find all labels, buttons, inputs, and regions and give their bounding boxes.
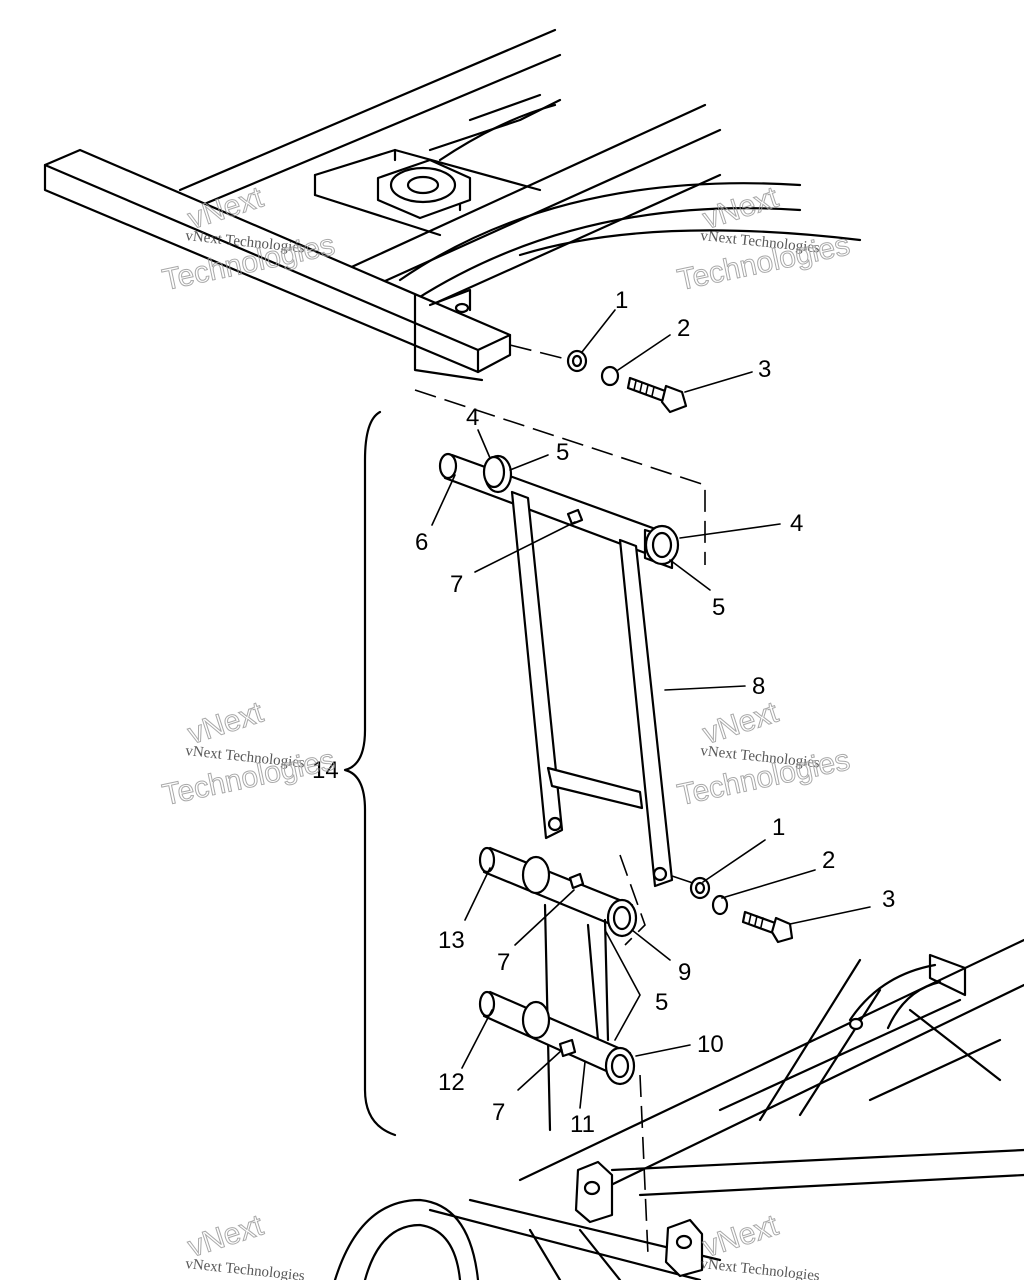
upper-shaft-assembly <box>414 389 706 888</box>
callout-5-upper-left: 5 <box>556 439 569 466</box>
bushing-4-left <box>482 455 506 489</box>
callout-7-lower: 7 <box>492 1099 505 1126</box>
shaft-6-upper <box>443 453 674 562</box>
assembly-brace-14 <box>343 410 397 1137</box>
watermark-big-top: vNext <box>699 696 783 751</box>
callout-9: 9 <box>678 959 691 986</box>
upper-frame <box>43 28 862 382</box>
callout-7-mid: 7 <box>497 949 510 976</box>
lockwasher-2-lower <box>711 894 729 916</box>
watermark-big-top: vNext <box>184 696 268 751</box>
callout-1-lower: 1 <box>772 814 785 841</box>
grease-fitting-7-upper <box>566 508 584 526</box>
callout-2-lower: 2 <box>822 847 835 874</box>
lower-frame <box>333 938 1024 1280</box>
callout-12: 12 <box>438 1069 465 1096</box>
lockwasher-2-upper <box>600 365 620 387</box>
callout-7-upper: 7 <box>450 571 463 598</box>
callout-4-upper-left: 4 <box>466 404 479 431</box>
callout-8: 8 <box>752 673 765 700</box>
callout-4-upper-right: 4 <box>790 510 803 537</box>
watermark-big-top: vNext <box>699 181 783 236</box>
leader-lines <box>431 309 871 1109</box>
callout-5-upper-right: 5 <box>712 594 725 621</box>
arm-8 <box>510 490 564 840</box>
grease-fitting-7-lower <box>558 1038 577 1058</box>
watermarks: vNext Technologies vNext Technologies vN… <box>159 180 853 1280</box>
watermark-big-top: vNext <box>699 1209 783 1264</box>
callout-11: 11 <box>570 1111 595 1138</box>
lower-fasteners <box>671 875 794 944</box>
callout-10: 10 <box>697 1031 724 1058</box>
callout-6: 6 <box>415 529 428 556</box>
upper-fasteners <box>509 344 688 414</box>
watermark-big-top: vNext <box>184 1209 268 1264</box>
callout-3-lower: 3 <box>882 886 895 913</box>
callout-13: 13 <box>438 927 465 954</box>
callout-2-upper: 2 <box>677 315 690 342</box>
lower-shaft-assembly <box>478 846 649 1256</box>
callout-14: 14 <box>312 757 339 784</box>
callout-5-lower: 5 <box>655 989 668 1016</box>
callout-1-upper: 1 <box>615 287 628 314</box>
grease-fitting-7-mid <box>568 872 585 890</box>
callout-labels: 1 2 3 4 5 6 7 4 5 8 14 1 2 3 13 7 9 5 10… <box>312 287 895 1138</box>
callout-3-upper: 3 <box>758 356 771 383</box>
